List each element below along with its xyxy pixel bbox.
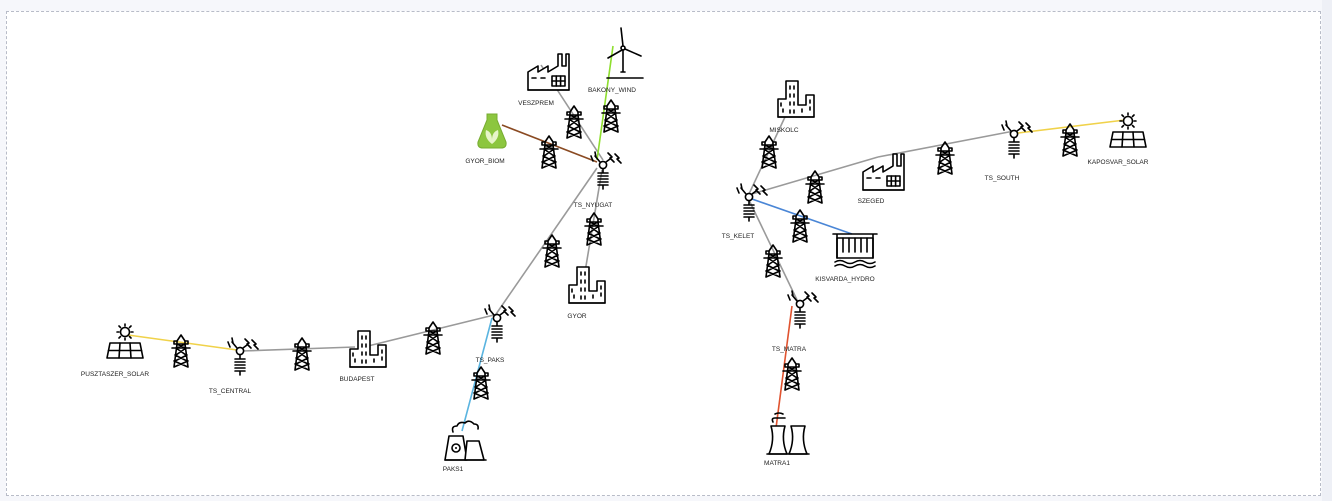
node-label: PUSZTASZER_SOLAR — [81, 371, 149, 378]
line-bakony_wind-ts_nyugat — [596, 45, 614, 161]
node-kisvarda-hydro[interactable]: KISVARDA_HYDRO — [815, 233, 878, 283]
node-label: TS_MATRA — [772, 346, 807, 353]
node-miskolc[interactable]: MISKOLC — [769, 80, 815, 134]
node-ts-nyugat[interactable]: TS_NYUGAT — [574, 151, 622, 209]
line-budapest-ts_paks — [367, 313, 499, 347]
node-veszprem[interactable]: VESZPREM — [518, 53, 570, 107]
line-ts_kelet-kisvarda — [751, 198, 853, 235]
transmission-tower-icon — [292, 337, 312, 371]
node-label: PAKS1 — [443, 466, 464, 473]
node-gyor[interactable]: GYOR — [567, 266, 606, 320]
connection-lines — [127, 45, 1126, 432]
solar-panel-icon — [1109, 112, 1147, 148]
node-label: TS_CENTRAL — [209, 388, 252, 395]
factory-icon — [527, 53, 570, 91]
transmission-tower-icon — [1060, 123, 1080, 157]
node-pusztaszer-solar[interactable]: PUSZTASZER_SOLAR — [81, 323, 149, 378]
line-ts_kelet-szeged — [751, 156, 879, 195]
node-label: TS_KELET — [722, 233, 755, 240]
substation-icon — [787, 290, 819, 329]
line-ts_matra-matra1 — [775, 305, 793, 429]
hydro-dam-icon — [832, 233, 878, 269]
transmission-towers — [171, 99, 1080, 400]
node-ts-paks[interactable]: TS_PAKS — [476, 304, 516, 364]
node-label: MISKOLC — [769, 127, 799, 134]
node-label: SZEGED — [858, 198, 885, 205]
node-label: GYOR — [567, 313, 586, 320]
transmission-tower-icon — [782, 357, 802, 391]
line-ts_nyugat-gyor — [584, 169, 603, 273]
node-ts-matra[interactable]: TS_MATRA — [772, 290, 819, 353]
substation-icon — [227, 337, 259, 376]
city-icon — [568, 266, 606, 304]
node-ts-kelet[interactable]: TS_KELET — [722, 183, 768, 240]
city-icon — [777, 80, 815, 118]
transmission-tower-icon — [759, 135, 779, 169]
node-bakony-wind[interactable]: BAKONY_WIND — [588, 27, 644, 94]
node-ts-central[interactable]: TS_CENTRAL — [209, 337, 259, 395]
node-label: VESZPREM — [518, 100, 554, 107]
substation-icon — [484, 304, 516, 343]
node-label: GYOR_BIOM — [465, 158, 504, 165]
node-label: BUDAPEST — [339, 376, 374, 383]
nuclear-plant-icon — [444, 420, 487, 461]
node-gyor-biom[interactable]: GYOR_BIOM — [465, 113, 507, 165]
node-label: MATRA1 — [764, 460, 790, 467]
transmission-tower-icon — [171, 334, 191, 368]
transmission-tower-icon — [790, 209, 810, 243]
line-pusztaszer-ts_central — [127, 334, 238, 351]
node-paks1[interactable]: PAKS1 — [443, 420, 487, 473]
node-kaposvar-solar[interactable]: KAPOSVAR_SOLAR — [1088, 112, 1149, 166]
scrollbar-track[interactable] — [1322, 0, 1332, 501]
transmission-tower-icon — [423, 321, 443, 355]
solar-panel-icon — [106, 323, 144, 359]
substation-icon — [1001, 120, 1033, 159]
node-label: KISVARDA_HYDRO — [815, 276, 874, 283]
biomass-plant-icon — [477, 113, 507, 149]
transmission-tower-icon — [542, 234, 562, 268]
node-szeged[interactable]: SZEGED — [858, 153, 905, 205]
node-label: TS_SOUTH — [985, 175, 1020, 182]
node-ts-south[interactable]: TS_SOUTH — [985, 120, 1033, 182]
node-budapest[interactable]: BUDAPEST — [339, 330, 387, 383]
cooling-tower-plant-icon — [766, 412, 810, 455]
node-label: TS_PAKS — [476, 357, 505, 364]
line-ts_kelet-ts_matra — [748, 199, 799, 303]
node-label: TS_NYUGAT — [574, 202, 613, 209]
node-label: BAKONY_WIND — [588, 87, 636, 94]
city-icon — [349, 330, 387, 368]
line-gyor_biom-ts_nyugat — [501, 124, 598, 163]
diagram-canvas — [6, 11, 1321, 496]
node-label: KAPOSVAR_SOLAR — [1088, 159, 1149, 166]
node-matra1[interactable]: MATRA1 — [764, 412, 810, 467]
transmission-tower-icon — [564, 105, 584, 139]
transmission-tower-icon — [935, 141, 955, 175]
